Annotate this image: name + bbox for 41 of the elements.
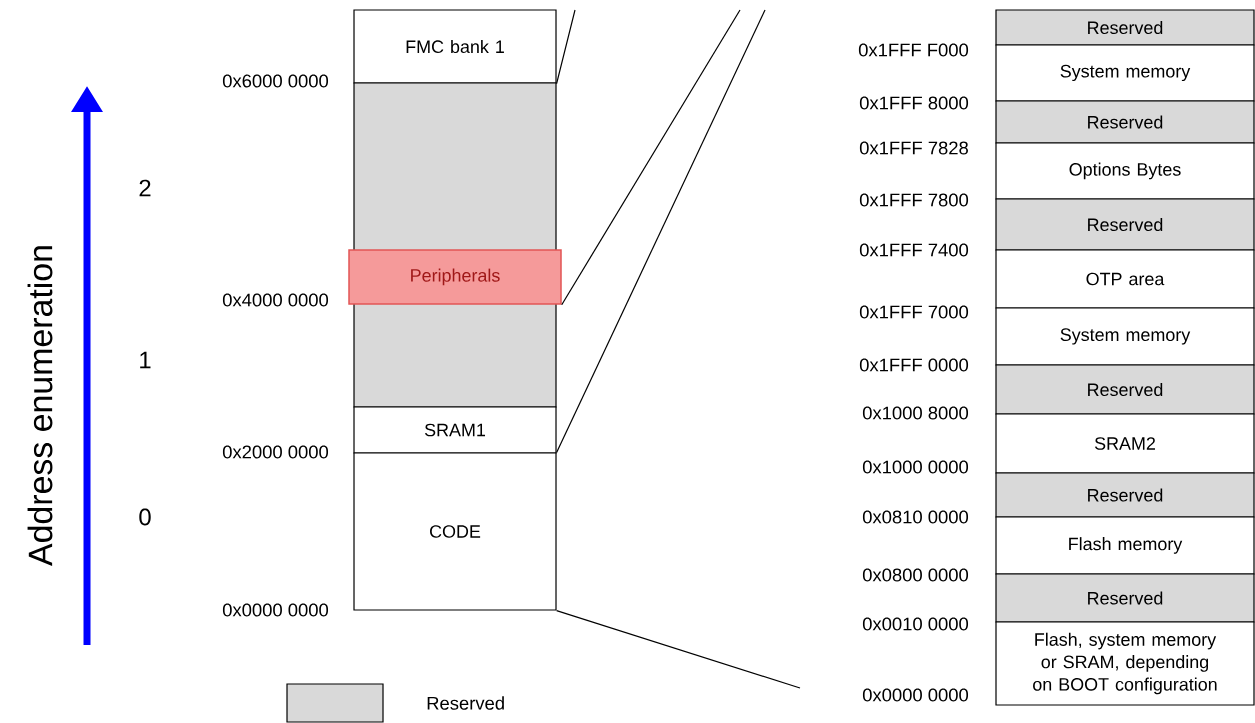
memory-region-box: Reserved: [995, 198, 1255, 251]
address-label: 0x1FFF 7800: [859, 193, 969, 207]
address-label: 0x0000 0000: [862, 688, 969, 702]
memory-region-box: Reserved: [995, 573, 1255, 623]
memory-region-box: Options Bytes: [995, 142, 1255, 200]
zoom-line: [556, 9, 576, 85]
legend-label: Reserved: [427, 696, 504, 710]
region-number: 0: [139, 508, 151, 526]
address-label: 0x1FFF 7828: [859, 141, 968, 155]
memory-region-box: SRAM2: [995, 413, 1255, 474]
address-label: 0x1FFF 0000: [859, 358, 969, 372]
memory-region-box: FMC bank 1: [353, 9, 557, 84]
zoom-line: [556, 9, 766, 453]
memory-region-box: Flash, system memory or SRAM, depending on BOOT configuration: [995, 621, 1255, 706]
address-label: 0x0800 0000: [862, 568, 969, 582]
memory-region-box: Reserved: [995, 100, 1255, 144]
address-label: 0x1000 8000: [862, 406, 969, 420]
memory-region-box: Reserved: [995, 472, 1255, 518]
zoom-line: [561, 9, 741, 306]
zoom-line: [556, 610, 801, 689]
address-label: 0x0810 0000: [862, 510, 969, 524]
address-label: 0x0010 0000: [862, 617, 969, 631]
address-label: 0x2000 0000: [222, 445, 329, 459]
region-number: 2: [139, 179, 151, 197]
address-label: 0x1FFF 8000: [859, 96, 969, 110]
memory-region-box: System memory: [995, 44, 1255, 102]
memory-region-box: OTP area: [995, 249, 1255, 309]
region-number: 1: [140, 351, 151, 369]
memory-region-box: Reserved: [995, 364, 1255, 415]
address-label: 0x0000 0000: [222, 603, 329, 617]
memory-region-box: SRAM1: [353, 406, 557, 454]
address-label: 0x4000 0000: [222, 293, 329, 307]
axis-title: Address enumeration: [27, 246, 53, 566]
memory-region-box: System memory: [995, 307, 1255, 366]
memory-region-box: Flash memory: [995, 516, 1255, 575]
address-label: 0x1FFF 7400: [859, 243, 969, 257]
address-label: 0x6000 0000: [222, 74, 329, 88]
address-label: 0x1000 0000: [862, 460, 969, 474]
address-label: 0x1FFF 7000: [859, 305, 969, 319]
memory-region-box: Reserved: [995, 9, 1255, 46]
address-label: 0x1FFF F000: [858, 43, 969, 57]
